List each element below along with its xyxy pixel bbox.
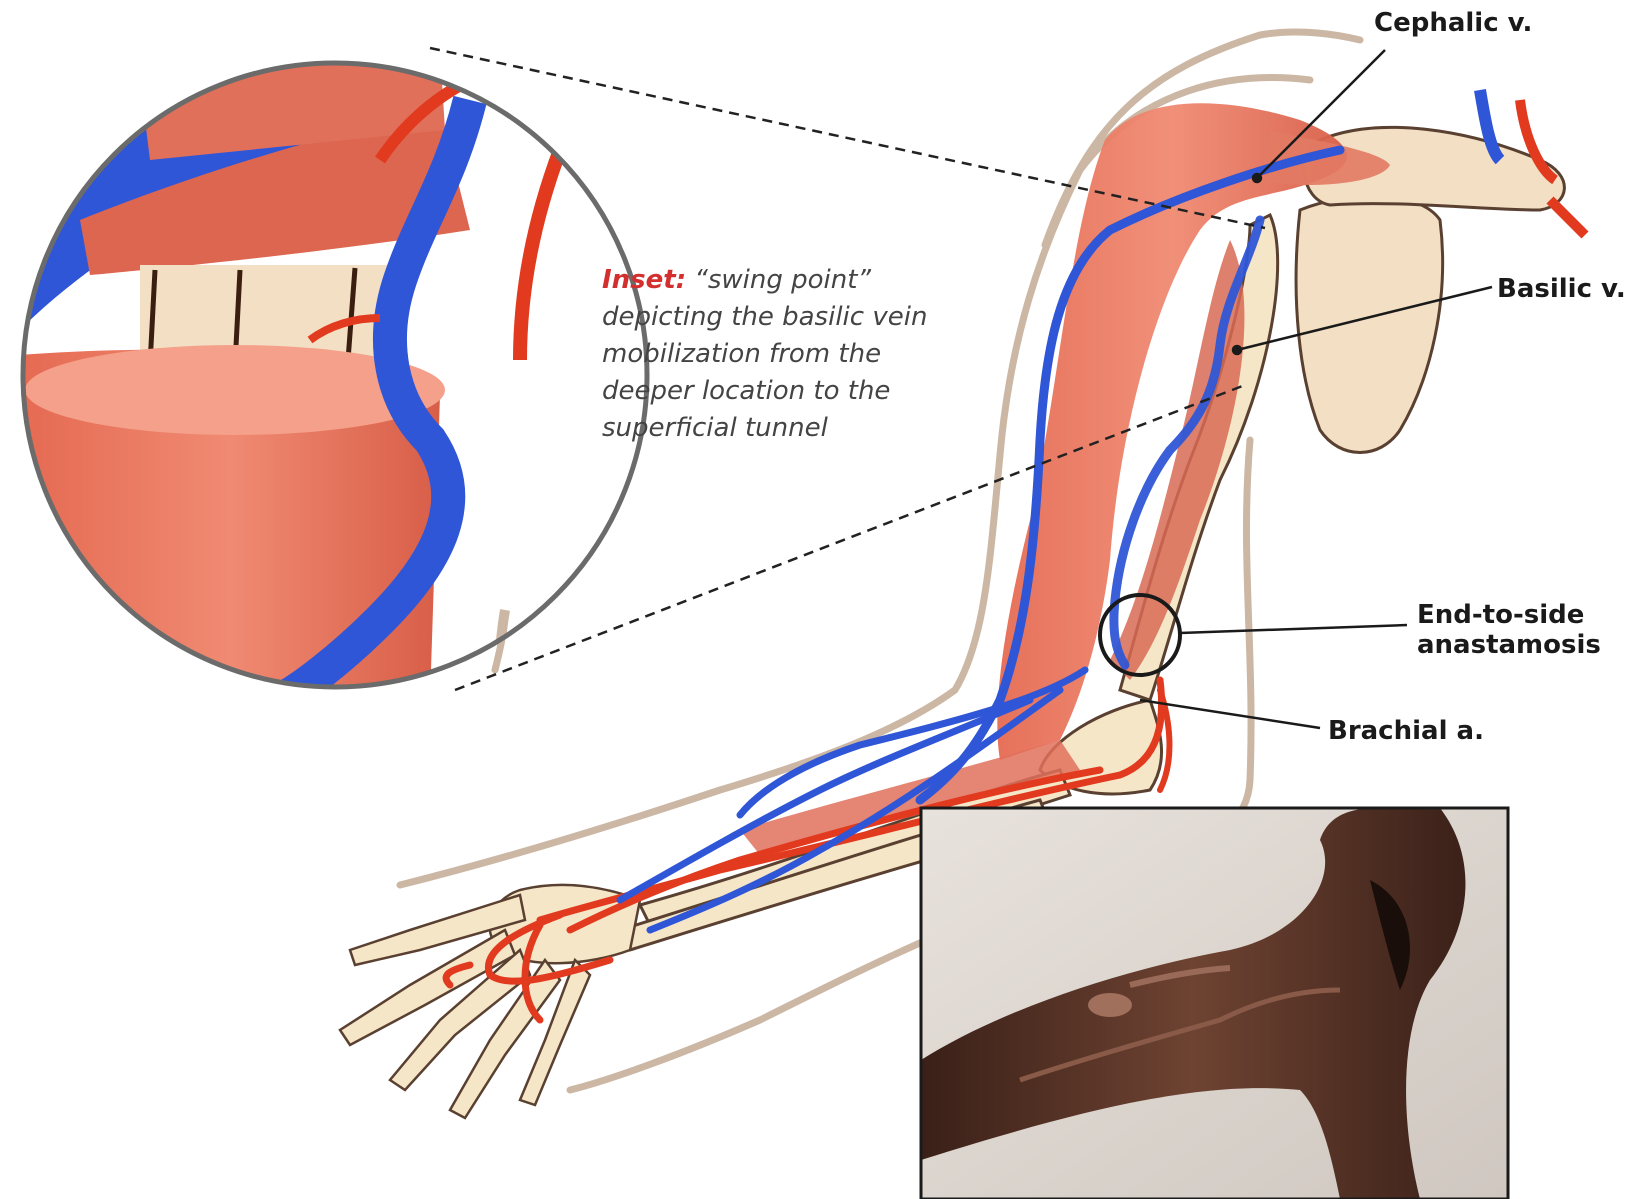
brachial-artery-label: Brachial a. — [1328, 716, 1484, 746]
inset-caption-lead: Inset: — [602, 265, 686, 295]
anastomosis-label-line2: anastamosis — [1417, 630, 1601, 660]
cephalic-vein-label: Cephalic v. — [1374, 8, 1532, 38]
magnified-inset — [20, 20, 660, 700]
inset-caption: Inset: “swing point” depicting the basil… — [602, 262, 942, 447]
anastomosis-label: End-to-side anastamosis — [1417, 600, 1601, 660]
clinical-photo — [921, 808, 1508, 1199]
anastomosis-label-line1: End-to-side — [1417, 600, 1601, 630]
basilic-vein-label: Basilic v. — [1497, 274, 1626, 304]
